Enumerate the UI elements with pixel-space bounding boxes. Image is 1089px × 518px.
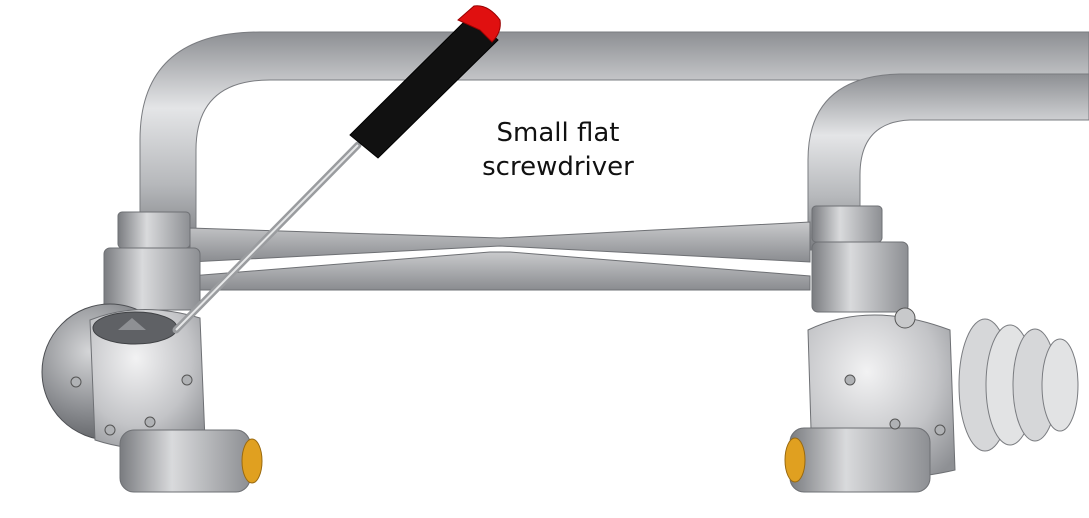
right-joint-assembly <box>784 205 1079 493</box>
label-line-1: Small flat <box>496 118 620 148</box>
screwdriver-icon <box>172 5 501 334</box>
upper-pipe <box>139 31 1089 251</box>
left-joint-assembly <box>41 211 263 493</box>
screw-head-icon <box>181 374 193 386</box>
right-brass-bushing <box>784 437 806 483</box>
left-brass-bushing <box>241 438 263 484</box>
screwdriver-label: Small flat screwdriver <box>468 116 648 184</box>
label-line-2: screwdriver <box>482 152 634 182</box>
cross-brace <box>189 221 811 291</box>
lower-pipe <box>807 73 1089 251</box>
bellows-icon <box>958 318 1079 452</box>
